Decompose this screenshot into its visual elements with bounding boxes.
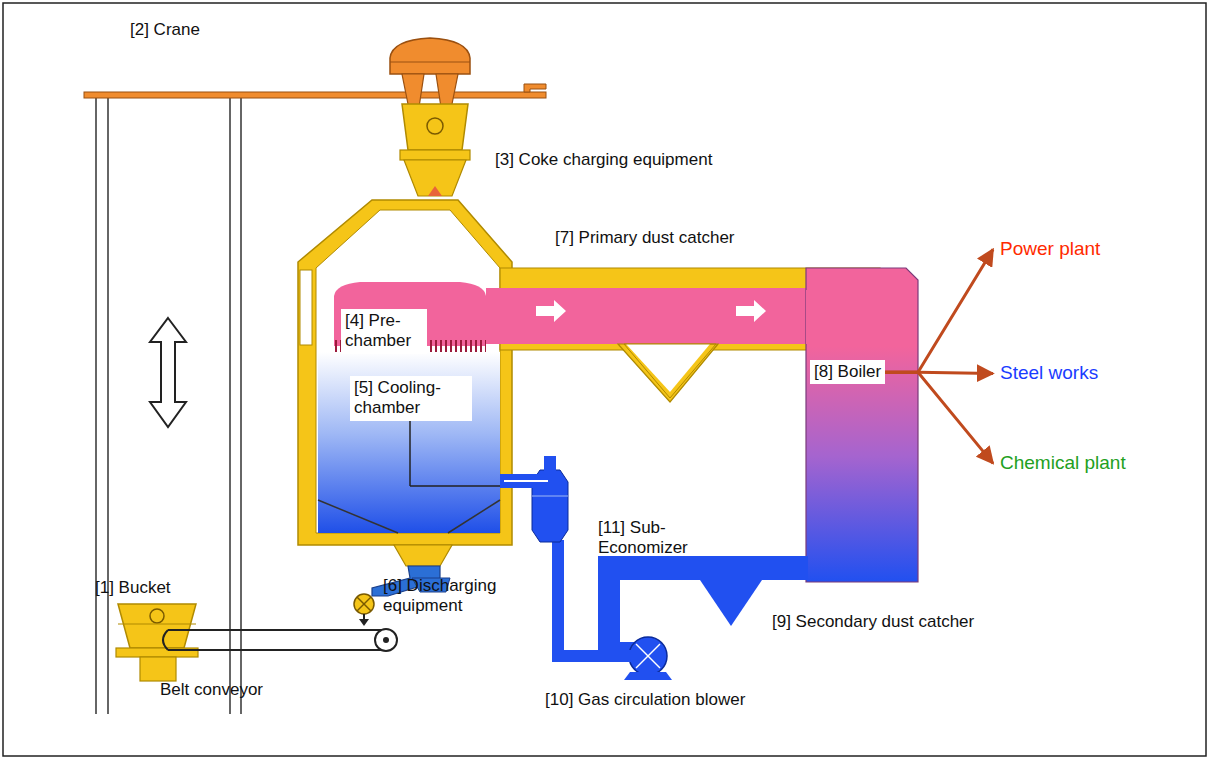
- destination-label: Chemical plant: [996, 450, 1130, 477]
- belt-conveyor: [163, 629, 397, 651]
- callout-label: [11] Sub- Economizer: [598, 518, 698, 559]
- illustration-part: [504, 480, 548, 482]
- illustration-part: [300, 270, 312, 345]
- illustration-part: [140, 657, 176, 681]
- illustration-part: [375, 629, 397, 651]
- illustration-part: [624, 344, 716, 398]
- illustration-part: [390, 62, 470, 63]
- illustration-part: [524, 84, 546, 92]
- chamber-label-box: [4] Pre- chamber: [341, 309, 427, 354]
- node-text: Steel works: [1000, 362, 1098, 385]
- illustration-part: [618, 344, 718, 402]
- callout-label: [9] Secondary dust catcher: [772, 612, 974, 632]
- illustration-part: [118, 623, 196, 624]
- illustration-part: [357, 597, 371, 611]
- illustration-part: [354, 594, 374, 614]
- node-text: [4] Pre- chamber: [345, 311, 423, 352]
- illustration-part: [598, 556, 808, 580]
- node-text: [5] Cooling- chamber: [354, 378, 468, 419]
- callout-label: [1] Bucket: [95, 578, 171, 598]
- boiler: [806, 268, 918, 582]
- illustration-part: [404, 160, 466, 196]
- gas-return-duct: [500, 456, 808, 680]
- node-text: Chemical plant: [1000, 452, 1126, 475]
- illustration-part: [84, 92, 546, 98]
- callout-label: [2] Crane: [130, 20, 200, 40]
- illustration-part: [357, 597, 371, 611]
- illustration-part: [532, 496, 568, 497]
- illustration-part: [383, 637, 389, 643]
- illustration-part: [626, 344, 710, 392]
- bucket: [116, 604, 198, 681]
- boiler-label-box: [8] Boiler: [810, 360, 885, 384]
- destination-label: Power plant: [996, 236, 1104, 263]
- node-text: Power plant: [1000, 238, 1100, 261]
- illustration-part: [394, 545, 452, 566]
- callout-label: [7] Primary dust catcher: [555, 228, 735, 248]
- illustration-part: [316, 210, 500, 533]
- illustration-part: [624, 672, 672, 680]
- illustration-part: [636, 644, 660, 668]
- illustration-part: [544, 456, 556, 472]
- supply-arrow: [885, 372, 993, 463]
- illustration-part: [95, 98, 97, 714]
- illustration-part: [486, 288, 866, 344]
- cdq-vessel: [298, 200, 512, 626]
- illustration-part: [359, 619, 369, 626]
- illustration-part: [150, 609, 164, 623]
- illustration-part: [598, 556, 620, 652]
- illustration-part: [400, 150, 470, 160]
- callout-label: [3] Coke charging equipment: [495, 150, 712, 170]
- illustration-part: [298, 200, 512, 545]
- part-label: Belt conveyor: [160, 680, 263, 700]
- frame: [3, 3, 1206, 756]
- illustration-part: [448, 500, 500, 533]
- chamber-label-box: [5] Cooling- chamber: [350, 376, 472, 421]
- illustration-part: [629, 637, 667, 675]
- illustration-part: [163, 630, 386, 650]
- illustration-part: [736, 300, 766, 322]
- illustration-part: [500, 474, 556, 488]
- illustration-part: [552, 540, 564, 658]
- illustration-part: [536, 300, 566, 322]
- illustration-part: [700, 580, 762, 626]
- bucket-shaft: [96, 98, 241, 714]
- illustration-part: [806, 268, 918, 582]
- illustration-part: [390, 38, 470, 74]
- node-text: [8] Boiler: [814, 362, 881, 382]
- illustration-part: [150, 318, 186, 427]
- illustration-part: [806, 290, 866, 344]
- illustration-part: [229, 98, 231, 714]
- illustration-part: [118, 604, 196, 648]
- callout-label: [10] Gas circulation blower: [545, 690, 745, 710]
- supply-arrow: [885, 249, 993, 372]
- illustration-part: [240, 98, 242, 714]
- illustration-part: [410, 485, 500, 487]
- crane: [84, 38, 546, 114]
- illustration-part: [402, 104, 468, 150]
- illustration-part: [318, 500, 398, 533]
- illustration-part: [107, 98, 109, 714]
- illustration-part: [409, 420, 411, 486]
- callout-label: [6] Discharging equipment: [383, 576, 513, 617]
- coke-charging-equipment: [400, 104, 470, 196]
- destination-label: Steel works: [996, 360, 1102, 387]
- illustration-part: [318, 352, 500, 533]
- illustration-part: [428, 186, 442, 196]
- illustration-part: [427, 118, 443, 134]
- illustration-part: [636, 644, 660, 668]
